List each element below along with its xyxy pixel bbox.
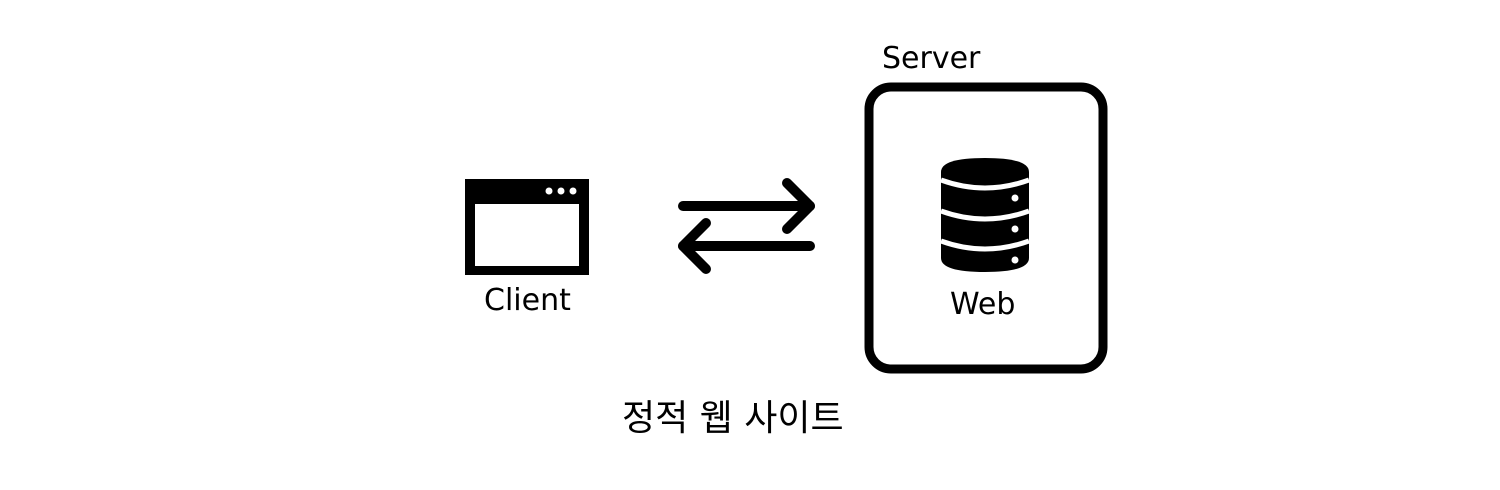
diagram-caption: 정적 웹 사이트 [622,398,844,439]
browser-window-icon [465,179,589,275]
server-box [864,82,1108,374]
server-label: Server [882,41,981,76]
arrow-right-icon [678,178,815,234]
web-label: Web [950,287,1016,322]
arrow-left-icon [678,218,815,274]
client-label: Client [484,283,571,318]
database-icon [940,158,1030,272]
